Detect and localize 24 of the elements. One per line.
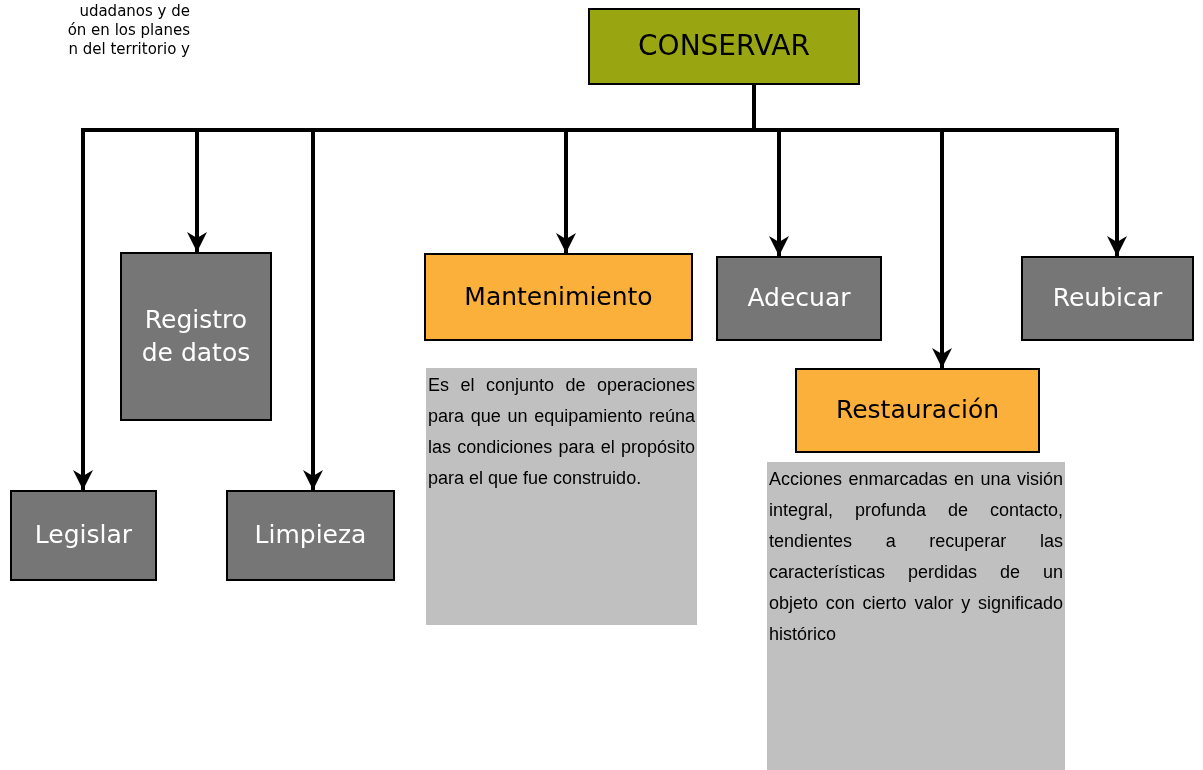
text-fragment: n del territorio y [68, 40, 190, 59]
concept-label: Mantenimiento [464, 280, 653, 313]
concept-label: Restauración [835, 394, 1000, 427]
concept-box [588, 8, 860, 85]
concept-box [795, 368, 1040, 453]
concept-label: Adecuar [747, 282, 851, 315]
concept-box [10, 490, 157, 581]
arrow [752, 85, 1127, 256]
description-box [767, 462, 1065, 770]
concept-label: Registro de datos [140, 304, 252, 369]
description-text: Es el conjunto de operaciones para que un equipamiento reúna las condiciones para el propósito para el que fue construido. [428, 374, 695, 490]
concept-box [120, 252, 272, 421]
concept-box [226, 490, 395, 581]
concept-label: Legislar [34, 519, 133, 552]
concept-label: CONSERVAR [638, 28, 810, 65]
concept-box [1021, 256, 1194, 341]
text-fragment: ón en los planes [67, 21, 190, 40]
concept-box [716, 256, 882, 341]
text-fragment: udadanos y de [79, 2, 190, 21]
concept-label: Reubicar [1052, 282, 1163, 315]
concept-label: Limpieza [254, 519, 367, 552]
concept-box [424, 253, 693, 341]
description-text: Acciones enmarcadas en una visión integral, profunda de contacto, tendientes a recuperar las características perdidas de un objeto con cierto valor y significado histórico [769, 468, 1063, 646]
description-box [426, 368, 697, 625]
